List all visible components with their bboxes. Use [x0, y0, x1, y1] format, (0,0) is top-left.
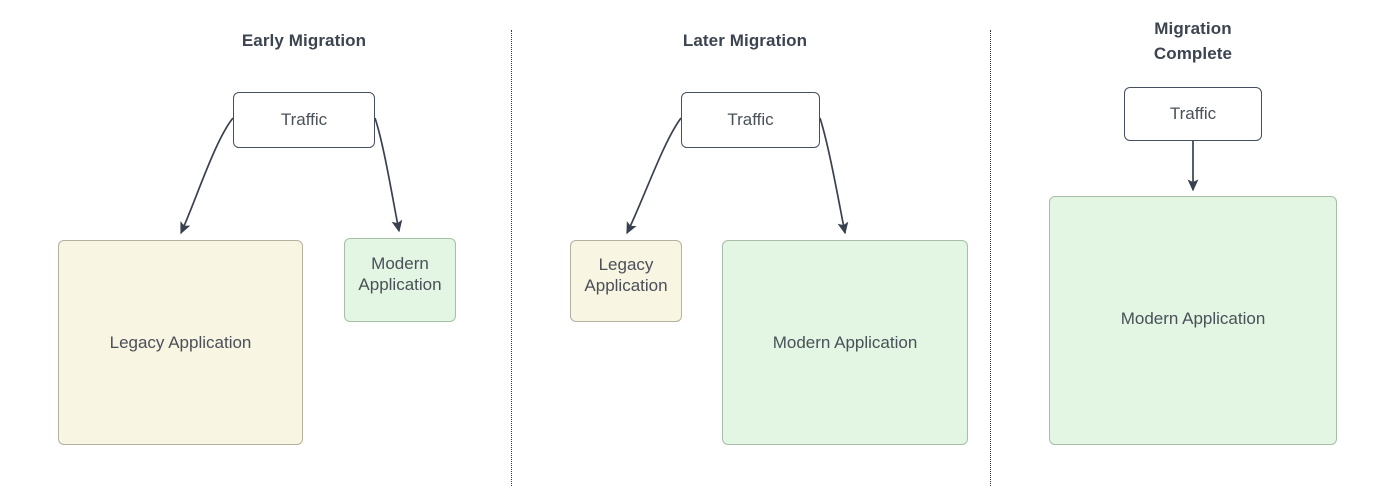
node-complete-traffic[interactable]: Traffic [1124, 87, 1262, 141]
node-complete-modern-application[interactable]: Modern Application [1049, 196, 1337, 445]
edge-early-traffic-to-legacy [180, 117, 234, 235]
node-later-modern-application-label: Modern Application [772, 333, 918, 352]
node-early-traffic[interactable]: Traffic [233, 92, 375, 148]
edge-later-traffic-to-legacy [626, 117, 682, 235]
node-complete-traffic-label: Traffic [1169, 104, 1217, 123]
node-early-modern-application[interactable]: Modern Application [344, 238, 456, 322]
node-later-traffic-label: Traffic [727, 110, 774, 129]
node-later-legacy-application-label: Legacy Application [584, 255, 668, 295]
panel-divider-2 [990, 30, 991, 486]
panel-title-later-migration: Later Migration [682, 31, 808, 50]
node-early-legacy-application[interactable]: Legacy Application [58, 240, 303, 445]
panel-title-early-migration: Early Migration [241, 31, 367, 50]
node-later-modern-application[interactable]: Modern Application [722, 240, 968, 445]
node-later-traffic[interactable]: Traffic [681, 92, 820, 148]
edge-later-traffic-to-modern [819, 117, 849, 235]
node-later-legacy-application[interactable]: Legacy Application [570, 240, 682, 322]
node-complete-modern-application-label: Modern Application [1120, 309, 1266, 328]
panel-divider-1 [511, 30, 512, 486]
node-early-legacy-application-label: Legacy Application [109, 333, 252, 352]
node-early-traffic-label: Traffic [280, 110, 328, 129]
edge-early-traffic-to-modern [374, 117, 403, 233]
panel-title-migration-complete: Migration Complete [1153, 19, 1233, 63]
node-early-modern-application-label: Modern Application [358, 254, 442, 294]
